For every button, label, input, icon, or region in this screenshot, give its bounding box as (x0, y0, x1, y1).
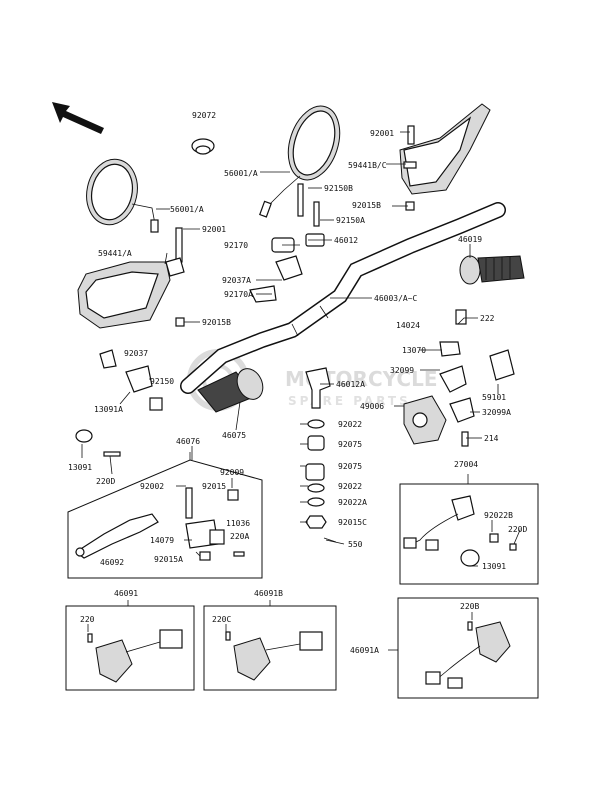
label-46012: 46012 (334, 236, 358, 245)
label-56001a-top: 56001/A (224, 169, 258, 178)
label-92150b: 92150B (324, 184, 353, 193)
clutch-lever-assembly (67, 459, 263, 579)
left-lever-mount (75, 349, 163, 457)
label-92022b: 92022B (484, 511, 513, 520)
label-92170-top: 92170 (224, 241, 248, 250)
label-92037a: 92037A (222, 276, 251, 285)
label-14079: 14079 (150, 536, 174, 545)
front-direction-arrow (52, 102, 104, 134)
label-92170a: 92170A (224, 290, 253, 299)
label-92009: 92009 (220, 468, 244, 477)
label-92037: 92037 (124, 349, 148, 358)
label-46091a: 46091A (350, 646, 379, 655)
label-56001a-left: 56001/A (170, 205, 204, 214)
label-92072: 92072 (192, 111, 216, 120)
label-92001-top: 92001 (370, 129, 394, 138)
right-grip (459, 255, 525, 285)
label-59441a: 59441/A (98, 249, 132, 258)
handlebar-clamps (249, 233, 325, 303)
label-13091a: 13091A (94, 405, 123, 414)
label-92150a: 92150A (336, 216, 365, 225)
label-220b: 220B (460, 602, 479, 611)
label-92015c: 92015C (338, 518, 367, 527)
part-labels: 92072 92001 56001/A 59441B/C 92150B 9201… (68, 111, 527, 655)
label-46091: 46091 (114, 589, 138, 598)
label-92022: 92022 (338, 420, 362, 429)
label-46003: 46003/A~C (374, 294, 418, 303)
handlebar-tube (180, 202, 506, 394)
label-92015b-top: 92015B (352, 201, 381, 210)
misc-small-parts (165, 138, 215, 277)
label-13091-b: 13091 (482, 562, 506, 571)
center-mount-stack (305, 367, 337, 543)
right-mirror (259, 105, 341, 218)
label-92015: 92015 (202, 482, 226, 491)
label-220a: 220A (230, 532, 249, 541)
left-switch-box (65, 605, 195, 691)
label-59441bc: 59441B/C (348, 161, 387, 170)
left-grip (197, 368, 264, 413)
label-92022a: 92022A (338, 498, 367, 507)
label-14024: 14024 (396, 321, 420, 330)
label-27004: 27004 (454, 460, 478, 469)
label-92015a: 92015A (154, 555, 183, 564)
leader-lines (81, 131, 521, 651)
label-46019: 46019 (458, 235, 482, 244)
label-92150: 92150 (150, 377, 174, 386)
label-32099: 32099 (390, 366, 414, 375)
label-214: 214 (484, 434, 499, 443)
label-11036: 11036 (226, 519, 250, 528)
label-92022-b: 92022 (338, 482, 362, 491)
label-46076: 46076 (176, 437, 200, 446)
left-mirror (86, 158, 159, 233)
label-46012a: 46012A (336, 380, 365, 389)
label-46075: 46075 (222, 431, 246, 440)
label-13070: 13070 (402, 346, 426, 355)
left-hand-guard (77, 261, 171, 329)
start-switch-box (397, 597, 539, 699)
label-550: 550 (348, 540, 363, 549)
label-46092: 46092 (100, 558, 124, 567)
label-222: 222 (480, 314, 495, 323)
label-220: 220 (80, 615, 95, 624)
label-92075-a: 92075 (338, 440, 362, 449)
label-13091: 13091 (68, 463, 92, 472)
label-92002: 92002 (140, 482, 164, 491)
label-92001-left: 92001 (202, 225, 226, 234)
label-220d: 220D (96, 477, 115, 486)
watermark-subtitle: SPARE PARTS (288, 394, 411, 408)
label-49006: 49006 (360, 402, 384, 411)
label-32099a: 32099A (482, 408, 511, 417)
right-hand-guard (399, 103, 491, 195)
throttle-housing (403, 309, 515, 447)
label-46091b: 46091B (254, 589, 283, 598)
label-59101: 59101 (482, 393, 506, 402)
label-220c: 220C (212, 615, 231, 624)
label-92015b-left: 92015B (202, 318, 231, 327)
label-92075-b: 92075 (338, 462, 362, 471)
wiring-harness-box (399, 483, 539, 585)
label-220d-b: 220D (508, 525, 527, 534)
